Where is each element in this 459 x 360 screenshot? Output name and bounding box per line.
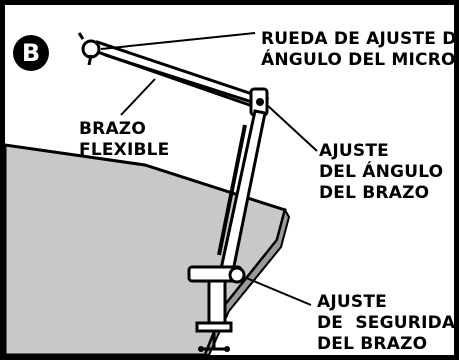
label-line: RUEDA DE AJUSTE DEL	[261, 29, 459, 49]
label-line: DE SEGURIDAD	[317, 313, 459, 333]
step-badge: B	[13, 35, 49, 71]
label-line: ÁNGULO DEL MICRO	[261, 50, 456, 70]
label-flexible-arm: BRAZO FLEXIBLE	[79, 119, 170, 161]
label-line: DEL BRAZO	[317, 334, 428, 354]
mic-angle-wheel	[77, 32, 101, 66]
arm-angle-joint	[249, 87, 269, 117]
label-line: FLEXIBLE	[79, 140, 170, 160]
boom-arm-illustration	[5, 32, 318, 355]
clamp-base	[187, 265, 243, 352]
leader-line-flexible-arm	[120, 78, 156, 116]
label-line: BRAZO	[79, 119, 146, 139]
upper-arm-spring	[104, 53, 256, 105]
label-mic-angle-wheel: RUEDA DE AJUSTE DEL ÁNGULO DEL MICRO	[261, 29, 459, 71]
label-line: DEL ÁNGULO	[319, 162, 444, 182]
lower-arm-spring	[217, 124, 247, 256]
label-line: AJUSTE	[319, 141, 389, 161]
label-arm-angle-adjust: AJUSTE DEL ÁNGULO DEL BRAZO	[319, 141, 443, 204]
table-edge	[203, 207, 291, 355]
label-line: DEL BRAZO	[319, 183, 430, 203]
label-line: AJUSTE	[317, 292, 387, 312]
leader-line-safety	[243, 276, 312, 306]
arm-safety-knob	[228, 266, 246, 284]
leader-line-wheel	[100, 32, 256, 50]
label-arm-safety-adjust: AJUSTE DE SEGURIDAD DEL BRAZO	[317, 292, 459, 355]
leader-line-arm-angle	[266, 104, 318, 152]
